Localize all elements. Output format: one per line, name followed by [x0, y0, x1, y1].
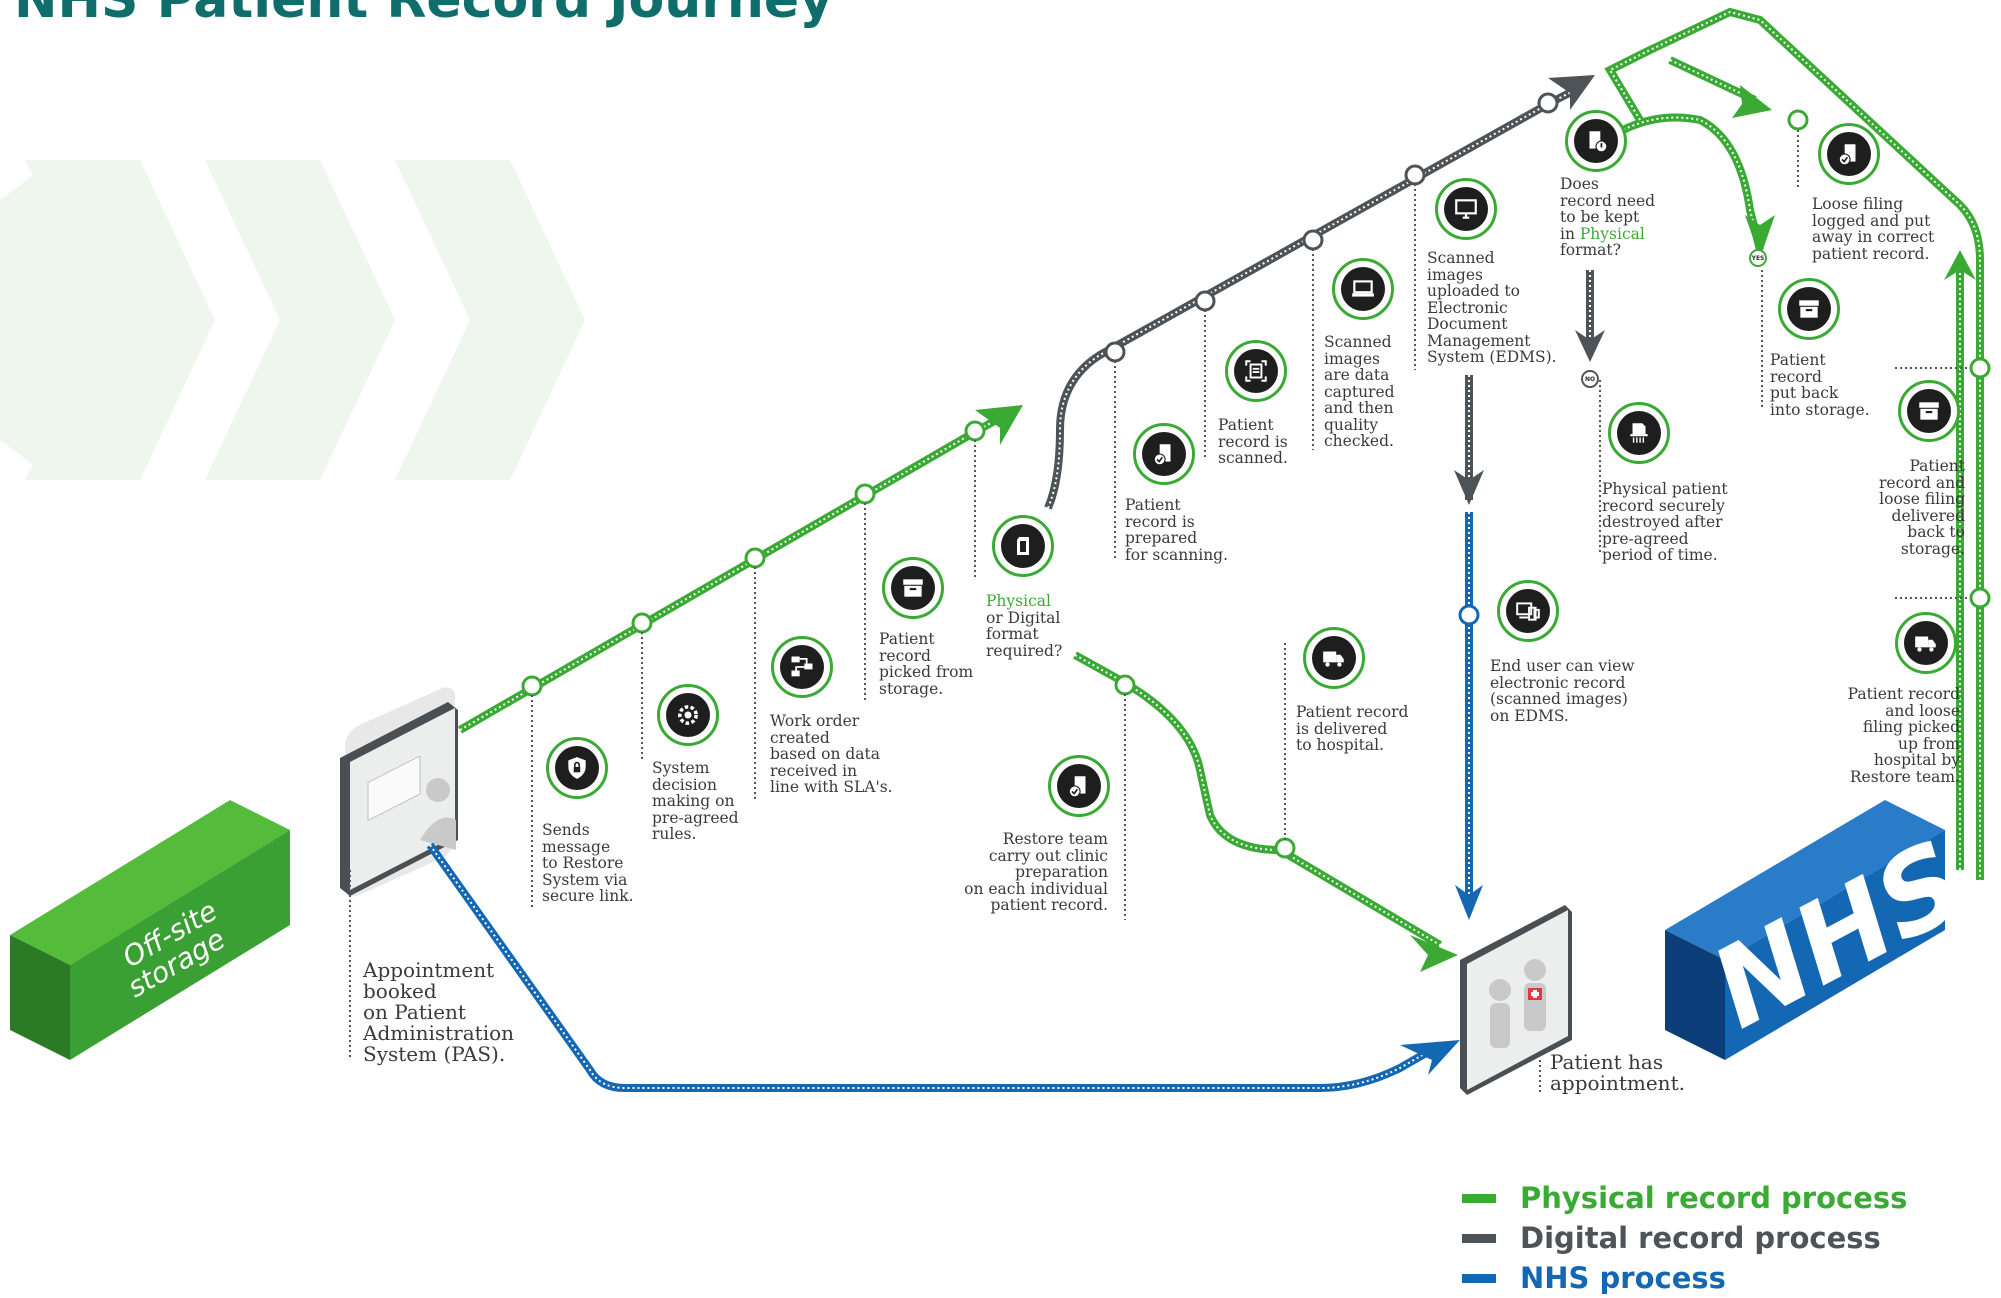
step-end-user-view: End user can view electronic record (sca… — [1490, 657, 1635, 725]
legend-swatch — [1462, 1193, 1496, 1203]
step-loose-filing: Loose filing logged and put away in corr… — [1812, 195, 1935, 263]
legend-item-physical: Physical record process — [1462, 1178, 1907, 1218]
document-check-icon — [1048, 755, 1110, 817]
monitor-icon — [1435, 178, 1497, 240]
shield-lock-icon — [546, 737, 608, 799]
background-chevrons — [0, 160, 585, 480]
route-stops — [521, 92, 1991, 859]
legend-label: Physical record process — [1520, 1181, 1908, 1215]
document-icon — [992, 515, 1054, 577]
legend-swatch — [1462, 1233, 1496, 1243]
page-title: NHS Patient Record Journey — [14, 0, 834, 30]
dotted-connectors — [349, 130, 1970, 1095]
step-record-scanned: Patient record is scanned. — [1218, 416, 1288, 467]
legend-label: Digital record process — [1520, 1221, 1881, 1255]
step-sends-message: Sends message to Restore System via secu… — [542, 821, 634, 905]
flowchart-icon — [771, 636, 833, 698]
devices-icon — [1497, 580, 1559, 642]
step-destroyed: Physical patient record securely destroy… — [1602, 480, 1728, 564]
step-put-back-storage: Patient record put back into storage. — [1770, 351, 1870, 419]
archive-box-icon — [1898, 380, 1960, 442]
truck-icon — [1303, 627, 1365, 689]
nhs-process-lines — [426, 512, 1473, 1092]
step-picked-from-storage: Patient record picked from storage. — [879, 630, 974, 698]
laptop-icon — [1332, 258, 1394, 320]
nhs-block — [1665, 800, 1945, 1060]
step-appointment-booked: Appointment booked on Patient Administra… — [363, 958, 515, 1066]
shredder-icon — [1608, 402, 1670, 464]
document-check-icon — [1133, 423, 1195, 485]
legend-item-nhs: NHS process — [1462, 1258, 1907, 1298]
step-prepared-for-scanning: Patient record is prepared for scanning. — [1125, 496, 1229, 564]
step-picked-up-hospital: Patient record and loose filing picked u… — [1847, 685, 1960, 786]
no-tag: NO — [1581, 370, 1599, 388]
step-patient-appointment: Patient has appointment. — [1550, 1050, 1685, 1095]
legend-item-digital: Digital record process — [1462, 1218, 1907, 1258]
step-data-captured: Scanned images are data captured and the… — [1324, 333, 1395, 450]
yes-tag: YES — [1749, 249, 1767, 267]
scan-icon — [1225, 340, 1287, 402]
hospital-tile — [1460, 905, 1572, 1095]
legend: Physical record process Digital record p… — [1462, 1178, 1907, 1298]
step-system-decision: System decision making on pre-agreed rul… — [652, 759, 739, 843]
step-delivered-back: Patient record and loose filing delivere… — [1879, 457, 1965, 558]
step-uploaded-edms: Scanned images uploaded to Electronic Do… — [1427, 249, 1557, 366]
step-clinic-prep: Restore team carry out clinic preparatio… — [964, 830, 1108, 914]
archive-box-icon — [882, 557, 944, 619]
step-work-order: Work order created based on data receive… — [770, 712, 893, 796]
gear-icon — [657, 684, 719, 746]
legend-swatch — [1462, 1273, 1496, 1283]
document-check-icon — [1818, 123, 1880, 185]
document-alert-icon — [1565, 110, 1627, 172]
truck-icon — [1895, 612, 1957, 674]
pas-tile — [340, 687, 458, 897]
offsite-storage-block — [10, 800, 290, 1060]
archive-box-icon — [1778, 278, 1840, 340]
legend-label: NHS process — [1520, 1261, 1726, 1295]
step-delivered-hospital: Patient record is delivered to hospital. — [1296, 703, 1409, 754]
